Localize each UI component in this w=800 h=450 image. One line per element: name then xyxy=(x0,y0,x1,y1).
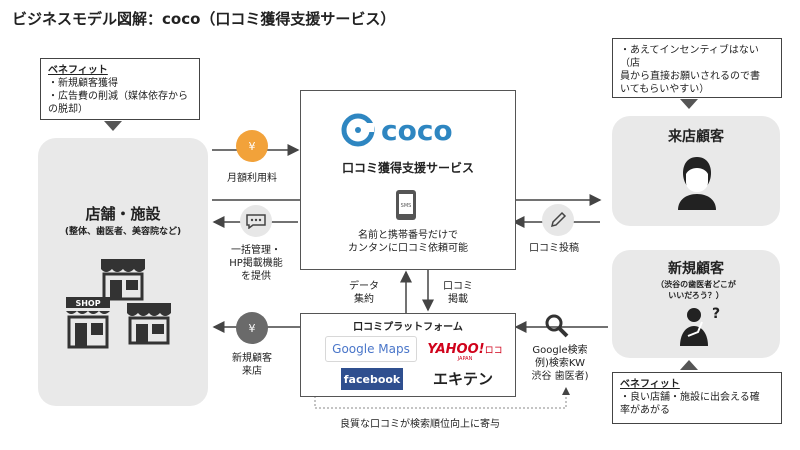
new-customer-panel: 新規顧客 （渋谷の歯医者どこが いいだろう？） ? xyxy=(612,250,780,358)
review-publish-line: 口コミ xyxy=(443,281,473,292)
yen-coin-icon: ¥ xyxy=(236,312,268,344)
sms-label: SMS xyxy=(401,203,412,209)
yen-coin-icon: ¥ xyxy=(236,130,268,162)
service-desc-line: カンタンに口コミ依頼可能 xyxy=(348,243,468,254)
new-customer-sub-line: （渋谷の歯医者どこが xyxy=(656,280,736,289)
manage-label-line: HP掲載機能 xyxy=(229,258,283,269)
manage-label-line: 一括管理・ xyxy=(231,245,281,256)
visitor-note-line: 員から直接お願いされるので書 xyxy=(620,71,760,82)
visitor-name: 来店顧客 xyxy=(668,129,724,145)
new-customer-benefit-title: ベネフィット xyxy=(620,379,680,390)
chat-bubble-icon xyxy=(240,205,272,237)
new-visit-label: 新規顧客 来店 xyxy=(222,352,282,378)
new-customer-sub-line: いいだろう？） xyxy=(668,291,724,300)
search-magnifier-icon xyxy=(545,314,569,338)
service-name: 口コミ獲得支援サービス xyxy=(341,161,474,175)
ranking-note: 良質な口コミが検索順位向上に寄与 xyxy=(340,419,500,430)
service-desc-line: 名前と携帯番号だけで xyxy=(358,230,458,241)
storefront-icon xyxy=(127,303,171,345)
yahoo-text: YAHOO! xyxy=(427,342,485,357)
data-collect-line: 集約 xyxy=(354,294,374,305)
store-benefit-line: ・新規顧客獲得 xyxy=(48,78,118,89)
yahoo-loco-logo: YAHOO!ロコ JAPAN xyxy=(425,338,505,362)
visitor-note-line: いてもらいやすい） xyxy=(620,84,710,95)
new-customer-name: 新規顧客 xyxy=(668,261,724,277)
yahoo-japan-text: JAPAN xyxy=(457,356,473,362)
review-publish-label: 口コミ 掲載 xyxy=(438,280,478,306)
google-search-line: 渋谷 歯医者) xyxy=(531,371,589,382)
ekiten-logo: エキテン xyxy=(425,368,501,390)
coco-logo-icon xyxy=(341,113,375,147)
facebook-logo: facebook xyxy=(341,368,403,390)
smartphone-sms-icon: SMS xyxy=(396,190,416,220)
facebook-text: facebook xyxy=(343,372,401,386)
yahoo-suffix: ロコ xyxy=(484,346,503,356)
shop-sign-text: SHOP xyxy=(75,299,100,308)
store-sub: (整体、歯医者、美容院など) xyxy=(64,227,182,237)
page-title: ビジネスモデル図解：coco（口コミ獲得支援サービス） xyxy=(12,10,396,28)
callout-pointer xyxy=(680,360,698,370)
fee-label: 月額利用料 xyxy=(227,173,277,184)
data-collect-label: データ 集約 xyxy=(336,280,392,306)
new-visit-line: 来店 xyxy=(242,366,262,377)
google-maps-text: Google Maps xyxy=(332,342,410,356)
store-panel: 店舗・施設 (整体、歯医者、美容院など) SHOP xyxy=(38,138,208,406)
store-benefit-callout: ベネフィット ・新規顧客獲得 ・広告費の削減（媒体依存から の脱却） xyxy=(40,58,200,120)
data-collect-line: データ xyxy=(349,281,379,292)
platform-title: 口コミプラットフォーム xyxy=(353,322,463,333)
new-visit-line: 新規顧客 xyxy=(232,353,272,364)
new-customer-benefit-line: 率があがる xyxy=(620,405,670,416)
thinking-person-icon: ? xyxy=(680,306,720,346)
google-search-label: Google検索 例)検索KW 渋谷 歯医者) xyxy=(522,344,598,383)
new-customer-benefit-line: ・良い店舗・施設に出会える確 xyxy=(620,392,760,403)
google-search-line: 例)検索KW xyxy=(535,358,585,369)
new-customer-benefit-callout: ベネフィット ・良い店舗・施設に出会える確 率があがる xyxy=(612,372,782,424)
pencil-icon xyxy=(542,204,574,236)
store-benefit-line: ・広告費の削減（媒体依存から xyxy=(48,91,188,102)
store-benefit-title: ベネフィット xyxy=(48,65,108,76)
visitor-panel: 来店顧客 xyxy=(612,116,780,226)
google-search-line: Google検索 xyxy=(532,345,588,356)
review-post-label: 口コミ投稿 xyxy=(529,243,579,254)
store-benefit-line: の脱却） xyxy=(48,104,88,115)
service-desc: 名前と携帯番号だけで カンタンに口コミ依頼可能 xyxy=(301,229,515,255)
manage-label-line: を提供 xyxy=(241,271,271,282)
service-box: coco 口コミ獲得支援サービス SMS 名前と携帯番号だけで カンタンに口コミ… xyxy=(300,90,516,270)
store-name: 店舗・施設 xyxy=(85,205,161,223)
callout-pointer xyxy=(680,99,698,109)
google-maps-logo: Google Maps xyxy=(325,336,417,362)
ekiten-text: エキテン xyxy=(432,370,493,388)
shop-icon: SHOP xyxy=(66,297,110,349)
manage-label: 一括管理・ HP掲載機能 を提供 xyxy=(222,244,290,283)
question-mark: ? xyxy=(712,306,720,322)
visitor-note-line: ・あえてインセンティブはない（店 xyxy=(620,45,759,69)
new-customer-sub: （渋谷の歯医者どこが いいだろう？） xyxy=(612,279,780,301)
coco-logo: coco xyxy=(341,113,453,147)
customer-person-icon xyxy=(678,157,716,210)
visitor-note-callout: ・あえてインセンティブはない（店 員から直接お願いされるので書 いてもらいやすい… xyxy=(612,38,782,98)
coco-logo-text: coco xyxy=(381,113,453,147)
review-publish-line: 掲載 xyxy=(448,294,468,305)
platform-box: 口コミプラットフォーム Google Maps YAHOO!ロコ JAPAN f… xyxy=(300,313,516,397)
callout-pointer xyxy=(104,121,122,131)
storefront-icon xyxy=(101,259,145,301)
